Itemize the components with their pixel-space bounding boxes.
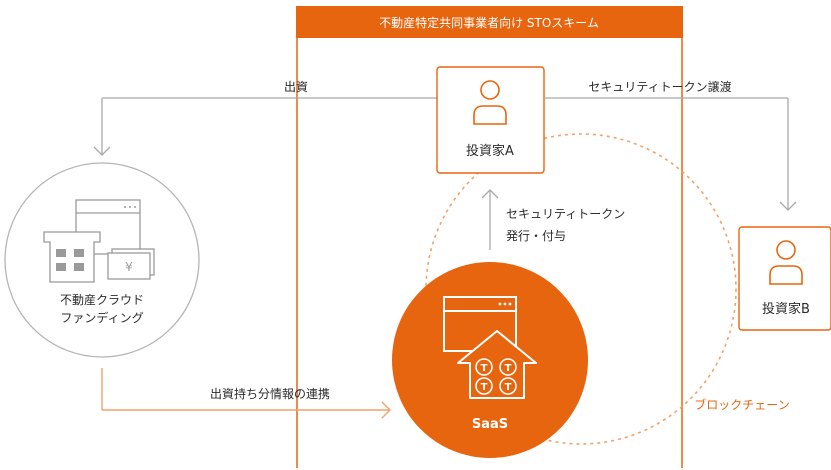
token-coin-icon: T [499, 377, 517, 395]
token-issue-label-line2: 発行・付与 [506, 229, 566, 243]
crowdfunding-label-line1: 不動産クラウド [60, 292, 144, 307]
token-transfer-label: セキュリティトークン譲渡 [588, 79, 731, 94]
person-icon [473, 80, 507, 125]
token-coin-icon: T [475, 377, 493, 395]
sto-scheme-frame: 不動産特定共同事業者向け STOスキーム [296, 6, 683, 468]
investment-label: 出資 [284, 80, 308, 94]
banknote-icon: ¥ [107, 248, 155, 280]
token-letter: T [505, 382, 512, 393]
yen-symbol: ¥ [125, 260, 133, 274]
investor-a-node: 投資家A [436, 66, 545, 174]
investor-a-label: 投資家A [466, 143, 514, 159]
person-icon [769, 240, 803, 285]
blockchain-ring [425, 133, 737, 445]
token-issue-arrow [481, 189, 499, 250]
token-letter: T [481, 363, 488, 374]
investor-b-label: 投資家B [762, 301, 810, 317]
investment-arrow [93, 97, 437, 156]
crowdfunding-label-line2: ファンディング [60, 310, 143, 325]
data-link-arrow [101, 368, 391, 419]
token-issue-label-line1: セキュリティトークン [506, 207, 625, 221]
saas-node: T T T T SaaS [392, 262, 588, 458]
blockchain-label: ブロックチェーン [694, 397, 789, 412]
building-icon [43, 231, 101, 283]
token-coin-icon: T [499, 358, 517, 376]
frame-title: 不動産特定共同事業者向け STOスキーム [379, 15, 599, 30]
investor-b-node: 投資家B [738, 226, 831, 331]
data-link-label: 出資持ち分情報の連携 [210, 386, 330, 401]
token-transfer-arrow [545, 97, 797, 211]
token-coin-icon: T [475, 358, 493, 376]
saas-label: SaaS [472, 417, 508, 432]
token-letter: T [505, 363, 512, 374]
token-letter: T [481, 382, 488, 393]
crowdfunding-node: ¥ 不動産クラウド ファンディング [4, 162, 200, 358]
frame-title-bar [296, 6, 683, 38]
